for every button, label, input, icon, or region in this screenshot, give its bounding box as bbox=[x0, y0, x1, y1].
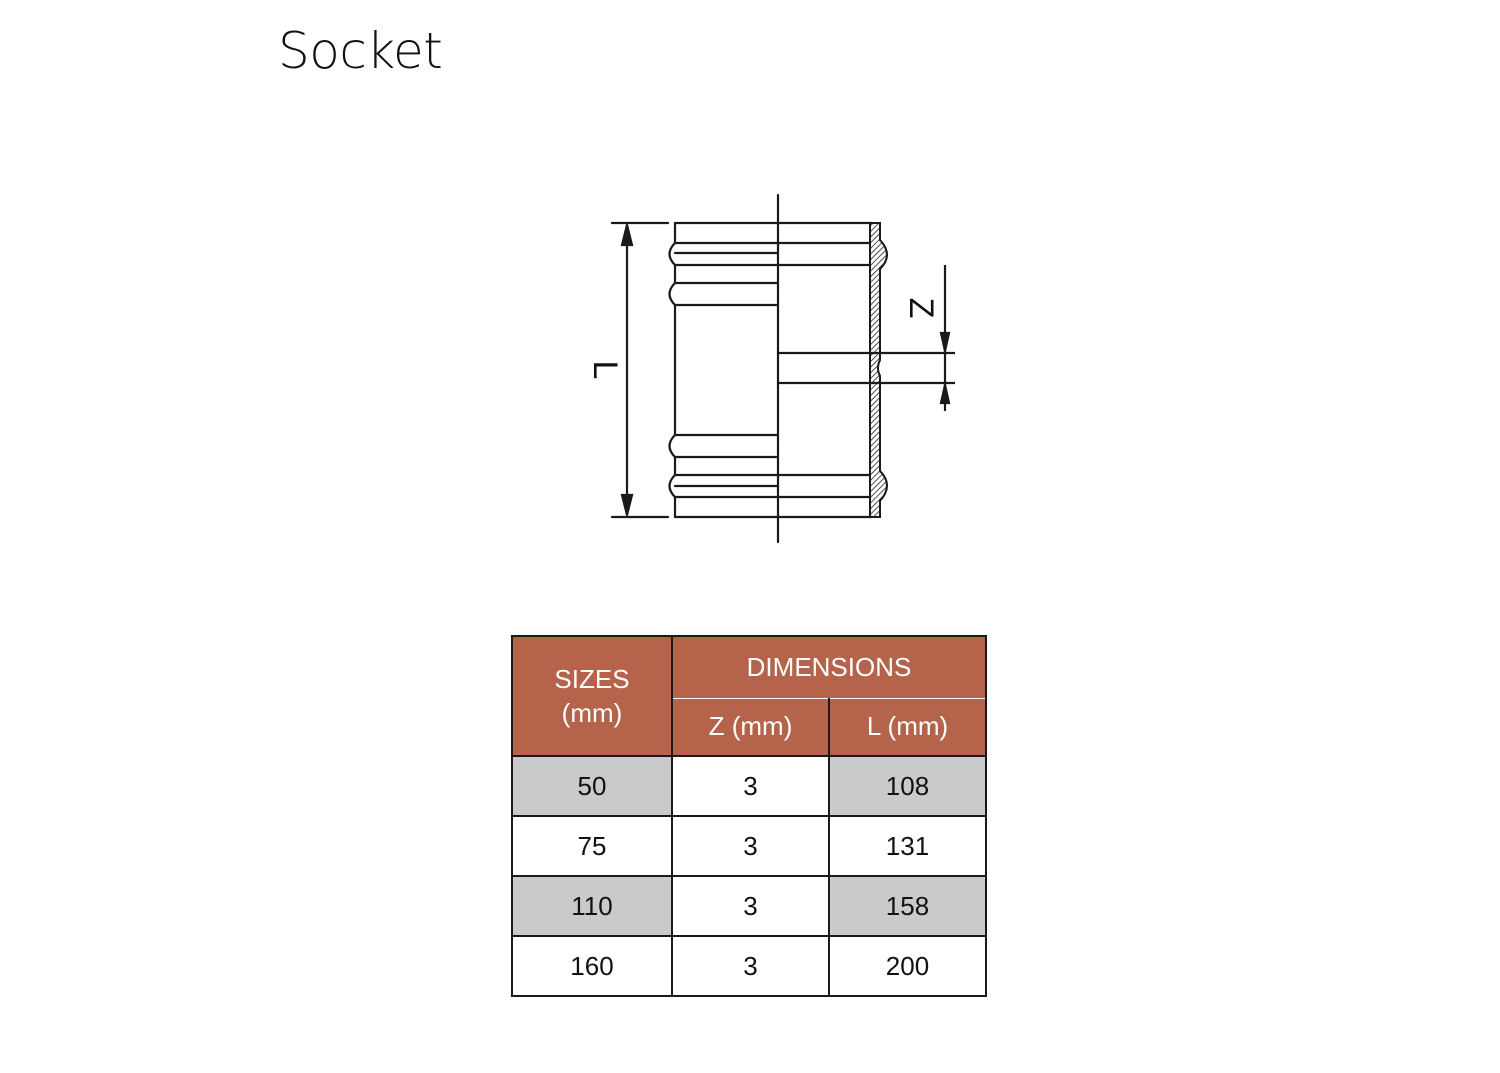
arrow-down-icon bbox=[620, 493, 634, 516]
header-sizes-label: SIZES bbox=[554, 664, 630, 694]
table-row: 110 3 158 bbox=[511, 875, 987, 937]
cell-l: 108 bbox=[828, 755, 987, 817]
header-l: L (mm) bbox=[828, 697, 987, 757]
cell-l: 131 bbox=[828, 815, 987, 877]
cell-z: 3 bbox=[671, 935, 830, 997]
arrow-down-icon bbox=[939, 331, 951, 352]
cell-l: 200 bbox=[828, 935, 987, 997]
cell-size: 160 bbox=[511, 935, 673, 997]
arrow-up-icon bbox=[620, 224, 634, 247]
arrow-up-icon bbox=[939, 384, 951, 405]
dimension-label-l: L bbox=[586, 361, 624, 380]
wall-section-hatch bbox=[869, 222, 888, 518]
header-z: Z (mm) bbox=[671, 697, 830, 757]
cell-z: 3 bbox=[671, 755, 830, 817]
socket-technical-drawing: L Z bbox=[586, 193, 955, 544]
cell-l: 158 bbox=[828, 875, 987, 937]
cell-size: 110 bbox=[511, 875, 673, 937]
cell-z: 3 bbox=[671, 815, 830, 877]
table-row: 50 3 108 bbox=[511, 755, 987, 817]
table-row: 75 3 131 bbox=[511, 815, 987, 877]
dimension-label-z: Z bbox=[902, 298, 940, 319]
header-dimensions: DIMENSIONS bbox=[671, 634, 987, 699]
header-sizes: SIZES (mm) bbox=[511, 635, 673, 757]
cell-z: 3 bbox=[671, 875, 830, 937]
page-title: Socket bbox=[278, 22, 443, 80]
lower-seal-ring bbox=[668, 473, 677, 499]
table-row: 160 3 200 bbox=[511, 935, 987, 997]
header-sizes-unit: (mm) bbox=[561, 698, 623, 728]
dimensions-table: SIZES (mm) DIMENSIONS Z (mm) L (mm) 50 3… bbox=[511, 634, 987, 997]
cell-size: 75 bbox=[511, 815, 673, 877]
cell-size: 50 bbox=[511, 755, 673, 817]
upper-seal-ring bbox=[668, 241, 677, 267]
